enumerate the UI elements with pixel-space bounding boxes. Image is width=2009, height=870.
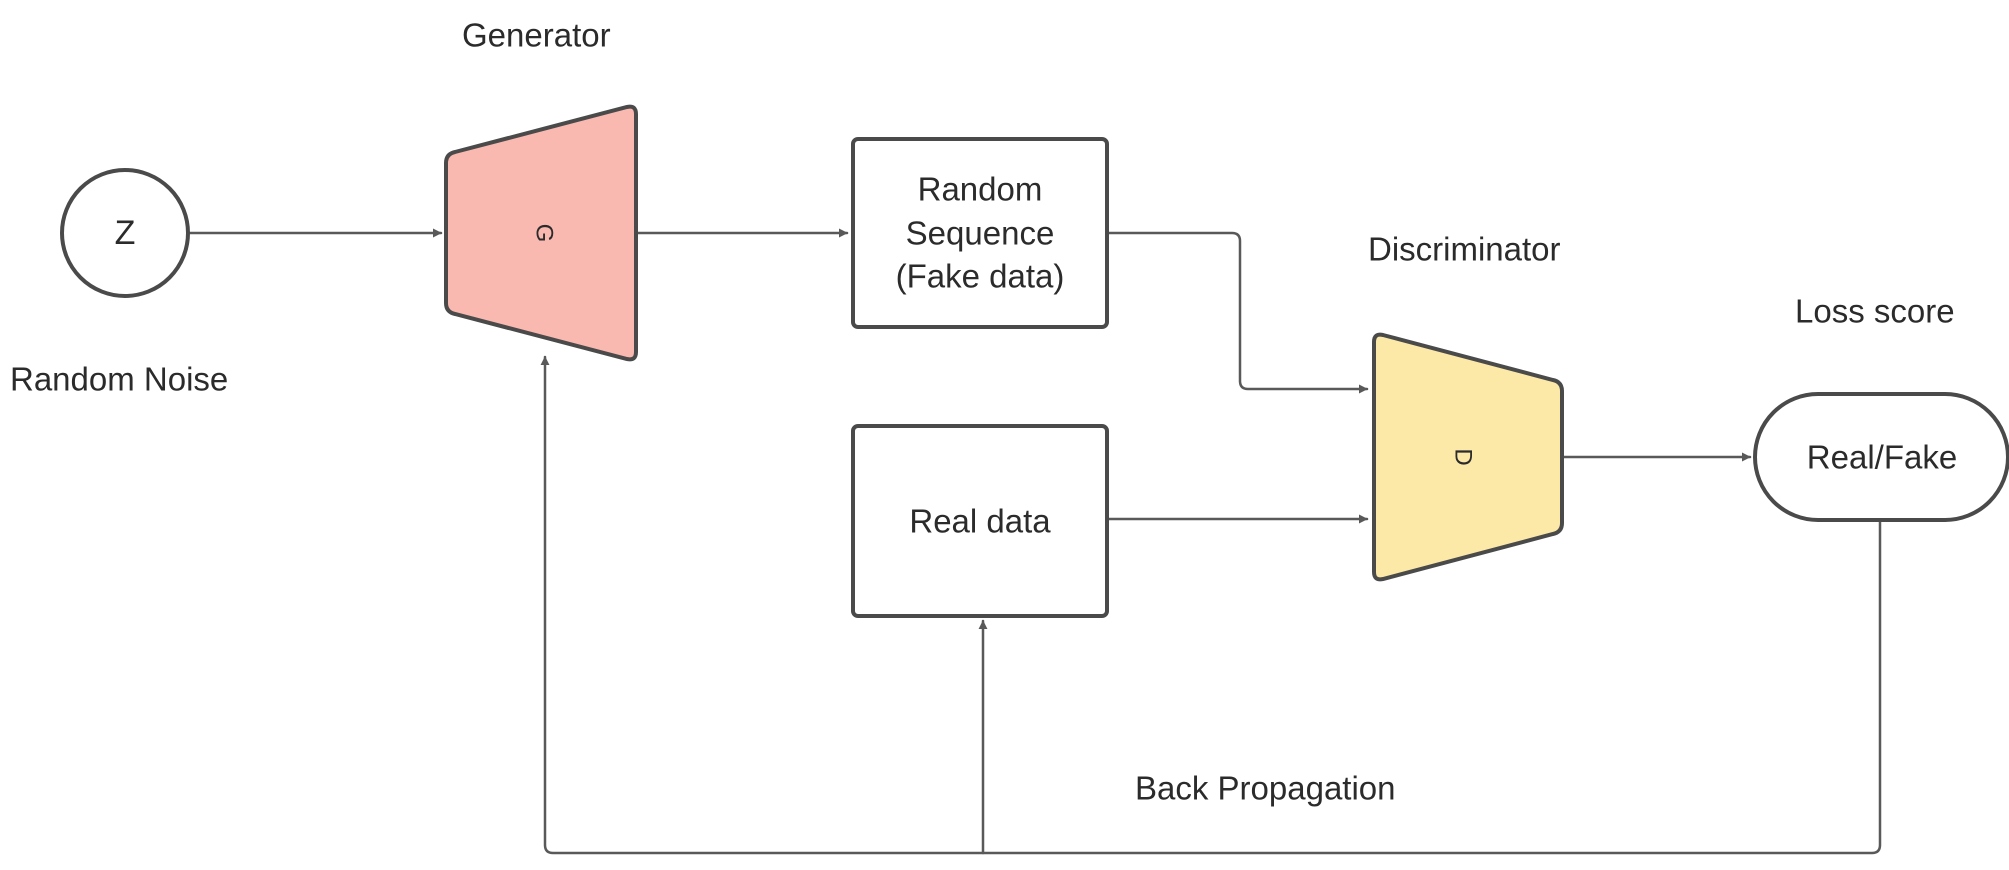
real-data-node: Real data: [851, 424, 1109, 618]
loss-label: Real/Fake: [1807, 439, 1957, 476]
noise-symbol: Z: [115, 214, 136, 252]
captions: Generator Discriminator Random Noise Los…: [10, 17, 1955, 807]
fake-data-box: [851, 137, 1109, 329]
random-noise-caption: Random Noise: [10, 361, 228, 398]
loss-score-caption: Loss score: [1795, 293, 1955, 330]
discriminator-node: D: [1372, 332, 1564, 582]
noise-node: Z: [60, 168, 190, 298]
fake-data-label-line1: Random: [918, 171, 1043, 208]
real-data-box: [851, 424, 1109, 618]
discriminator-trapezoid: [1372, 332, 1564, 582]
discriminator-caption: Discriminator: [1368, 231, 1561, 268]
generator-node: G: [444, 104, 638, 362]
discriminator-symbol: D: [1450, 448, 1477, 465]
loss-node: Real/Fake: [1753, 392, 2009, 522]
loss-pill: [1753, 392, 2009, 522]
generator-symbol: G: [531, 224, 558, 243]
generator-caption: Generator: [462, 17, 611, 54]
edge-back-propagation-to-generator: [540, 355, 1882, 855]
fake-data-label-line2: Sequence: [906, 215, 1055, 252]
noise-circle: [60, 168, 190, 298]
fake-data-label-line3: (Fake data): [896, 258, 1065, 295]
real-data-label: Real data: [909, 503, 1051, 540]
edge-fake-data-to-discriminator: [1106, 231, 1369, 394]
generator-trapezoid: [444, 104, 638, 362]
fake-data-node: Random Sequence (Fake data): [851, 137, 1109, 329]
back-propagation-caption: Back Propagation: [1135, 770, 1396, 807]
connectors: [188, 228, 1882, 855]
